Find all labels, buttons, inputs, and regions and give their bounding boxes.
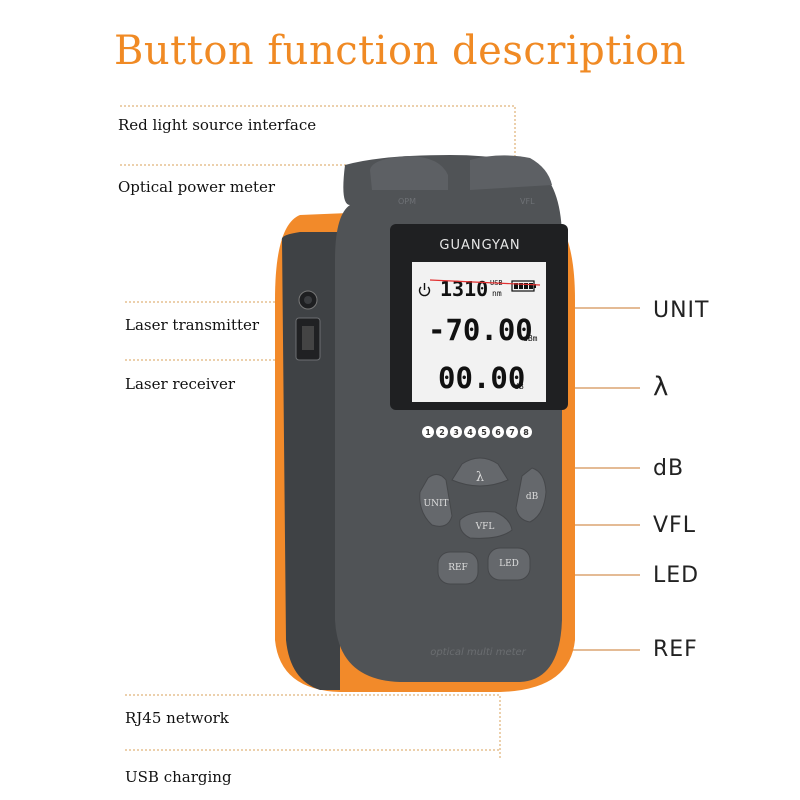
label-led: LED xyxy=(653,563,700,588)
indicator-2: 2 xyxy=(439,428,445,437)
label-db: dB xyxy=(653,456,685,481)
led-button[interactable] xyxy=(487,547,531,581)
unit-button-label: UNIT xyxy=(423,499,448,509)
db-button[interactable] xyxy=(515,467,547,523)
brand-logo: GUANGYAN xyxy=(439,238,520,253)
label-laser-transmitter: Laser transmitter xyxy=(125,316,260,334)
indicator-6: 6 xyxy=(495,428,501,437)
lcd-relative-reading: 00.00 xyxy=(438,361,525,395)
port-opm-label: OPM xyxy=(398,197,416,206)
indicator-8: 8 xyxy=(523,428,529,437)
label-red-light-source: Red light source interface xyxy=(118,116,317,134)
lambda-button-label: λ xyxy=(476,470,484,485)
vfl-button-label: VFL xyxy=(475,522,495,532)
ref-button[interactable] xyxy=(437,551,479,585)
indicator-7: 7 xyxy=(509,428,515,437)
lcd-relative-unit: dB xyxy=(514,382,524,391)
vfl-button[interactable] xyxy=(459,511,513,539)
laser-indicator-line xyxy=(429,279,541,286)
label-ref: REF xyxy=(653,637,698,662)
label-rj45-network: RJ45 network xyxy=(125,709,229,727)
label-vfl: VFL xyxy=(653,513,696,538)
lcd-wavelength-unit: nm xyxy=(492,289,502,298)
page-title: Button function description xyxy=(114,28,686,74)
laser-receiver-slot xyxy=(302,326,314,350)
lcd-power-reading: -70.00 xyxy=(428,313,533,347)
label-usb-charging: USB charging xyxy=(125,768,232,786)
indicator-row: 1 2 3 4 5 6 7 8 xyxy=(422,426,532,438)
port-opm-cap xyxy=(370,156,448,190)
indicator-5: 5 xyxy=(481,428,487,437)
port-vfl-cap xyxy=(470,155,552,190)
label-laser-receiver: Laser receiver xyxy=(125,375,236,393)
db-button-label: dB xyxy=(526,492,539,502)
power-icon xyxy=(418,283,431,297)
lcd-display xyxy=(412,262,546,402)
laser-transmitter-core xyxy=(304,296,312,304)
port-vfl-label: VFL xyxy=(520,197,535,206)
label-lambda: λ xyxy=(653,372,670,402)
indicator-3: 3 xyxy=(453,428,459,437)
ref-button-label: REF xyxy=(448,563,468,573)
label-unit: UNIT xyxy=(653,298,710,323)
battery-icon xyxy=(511,280,536,292)
lambda-button[interactable] xyxy=(451,457,509,487)
indicator-1: 1 xyxy=(425,428,431,437)
lcd-power-unit: dBm xyxy=(523,334,538,343)
label-optical-power-meter: Optical power meter xyxy=(118,178,276,196)
led-button-label: LED xyxy=(499,559,519,569)
unit-button[interactable] xyxy=(419,474,453,527)
device-footer-text: optical multi meter xyxy=(430,647,526,658)
indicator-4: 4 xyxy=(467,428,473,437)
